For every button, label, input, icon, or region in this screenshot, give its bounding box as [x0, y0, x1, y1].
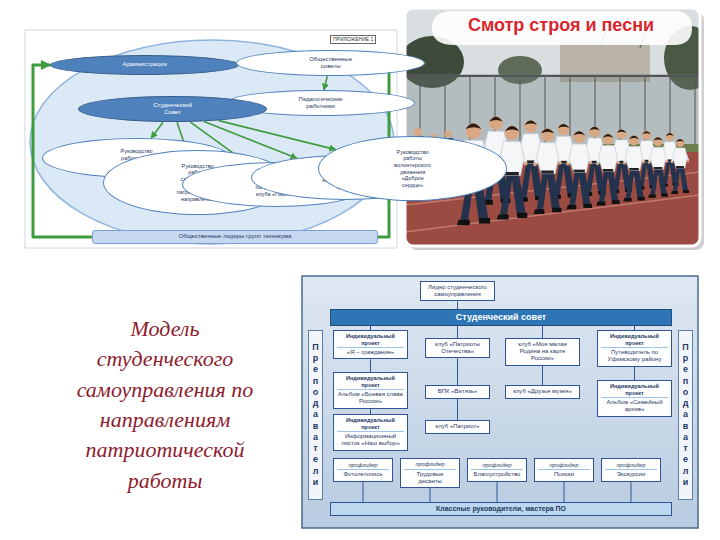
- node-body: Путеводитель по Уфимскому району: [601, 349, 668, 363]
- council-bar: Студенческий совет: [330, 309, 672, 326]
- node-text: клуб «Патриот»: [436, 423, 480, 430]
- node-text: Общественные лидеры групп техникума: [179, 233, 292, 240]
- line-connector: [542, 326, 543, 338]
- node-text: Индивидуальный проект: [601, 333, 668, 348]
- node-text: клуб «Патриоты Отечества»: [429, 341, 486, 355]
- direction-ellipse: Руководство работы волонтерского движени…: [318, 136, 507, 201]
- project-box: Индивидуальный проектПутеводитель по Уфи…: [597, 330, 672, 367]
- node-text: профлидер: [337, 462, 389, 471]
- photo-banner: Смотр строя и песни: [430, 15, 692, 36]
- node-body: Поиски: [554, 471, 574, 478]
- node-text: Классные руководители, мастера ПО: [436, 505, 566, 513]
- node-body: Альбом «Боевая слава России»: [337, 391, 404, 405]
- line-connector: [457, 326, 458, 338]
- node-body: Информационный листок «Наш выбор»: [337, 433, 404, 447]
- node-text: Преподаватели: [681, 342, 690, 488]
- node-body: Экскурсии: [617, 471, 646, 478]
- node-text: Преподаватели: [311, 342, 320, 488]
- project-box: Индивидуальный проект«Я – гражданин»: [333, 330, 408, 359]
- line-connector: [634, 367, 635, 380]
- club-box: клуб «Друзья музея»: [505, 385, 580, 399]
- teachers-band: Классные руководители, мастера ПО: [330, 502, 672, 516]
- node-text: Студенческий Совет: [153, 102, 192, 116]
- node-body: Фотолетопись: [343, 471, 382, 478]
- node-text: ВПК «Витязь»: [438, 388, 477, 395]
- profleader-box: профлидерФотолетопись: [333, 458, 393, 482]
- node-body: Трудовые десанты: [404, 471, 456, 485]
- node-body: «Я – гражданин»: [347, 349, 394, 356]
- node-text: клуб «Моя малая Родина на карте России»: [509, 341, 576, 363]
- leaders-band: Общественные лидеры групп техникума: [92, 230, 378, 244]
- node-text: профлидер: [471, 462, 523, 471]
- node-text: Студенческий совет: [456, 312, 546, 323]
- project-box: Индивидуальный проектАльбом «Боевая слав…: [333, 372, 408, 409]
- node-text: клуб «Друзья музея»: [513, 388, 572, 395]
- node-text: Общественные советы: [309, 56, 352, 70]
- node-text: Педагогические работники: [299, 96, 343, 110]
- council-ellipse: Общественные советы: [236, 50, 425, 76]
- node-text: профлидер: [404, 461, 456, 470]
- node-text: профлидер: [538, 462, 590, 471]
- node-text: Лидер студенческого самоуправления: [424, 284, 491, 298]
- node-body: Благоустройство: [474, 471, 521, 478]
- club-box: клуб «Патриоты Отечества»: [425, 338, 490, 358]
- teachers-bar: Преподаватели: [678, 330, 693, 500]
- slide-title: Модель студенческого самоуправления по н…: [68, 298, 262, 512]
- profleader-box: профлидерТрудовые десанты: [400, 458, 460, 488]
- club-box: клуб «Моя малая Родина на карте России»: [505, 338, 580, 366]
- line-connector: [430, 488, 431, 502]
- student-council-ellipse: Студенческий Совет: [78, 96, 267, 122]
- arrow-connector: [324, 76, 327, 90]
- club-box: клуб «Патриот»: [425, 420, 490, 434]
- project-box: Индивидуальный проектИнформационный лист…: [333, 414, 408, 451]
- line-connector: [457, 399, 458, 420]
- line-connector: [457, 358, 458, 385]
- profleader-box: профлидерБлагоустройство: [467, 458, 527, 482]
- line-connector: [370, 359, 371, 372]
- project-box: Индивидуальный проектАльбом «Семейный ар…: [597, 380, 672, 417]
- teachers-bar: Преподаватели: [308, 330, 323, 500]
- admin-ellipse: Администрация: [50, 55, 239, 75]
- node-text: Индивидуальный проект: [337, 375, 404, 390]
- appendix-label: ПРИЛОЖЕНИЕ 1: [330, 35, 376, 44]
- node-body: Альбом «Семейный архив»: [601, 399, 668, 413]
- node-text: Индивидуальный проект: [337, 333, 404, 348]
- profleader-box: профлидерПоиски: [534, 458, 594, 482]
- arrow-connector: [219, 121, 336, 150]
- club-box: ВПК «Витязь»: [425, 385, 490, 399]
- line-connector: [564, 482, 565, 502]
- line-connector: [497, 482, 498, 502]
- node-text: Руководство работы волонтерского движени…: [394, 149, 431, 189]
- node-text: Администрация: [123, 61, 167, 68]
- profleader-box: профлидерЭкскурсии: [601, 458, 661, 482]
- line-connector: [363, 482, 364, 502]
- node-text: Индивидуальный проект: [337, 417, 404, 432]
- node-text: Индивидуальный проект: [601, 383, 668, 398]
- line-connector: [457, 301, 458, 309]
- line-connector: [631, 482, 632, 502]
- node-text: профлидер: [605, 462, 657, 471]
- line-connector: [542, 366, 543, 385]
- arrow-connector: [151, 122, 163, 138]
- leader-box: Лидер студенческого самоуправления: [420, 281, 495, 301]
